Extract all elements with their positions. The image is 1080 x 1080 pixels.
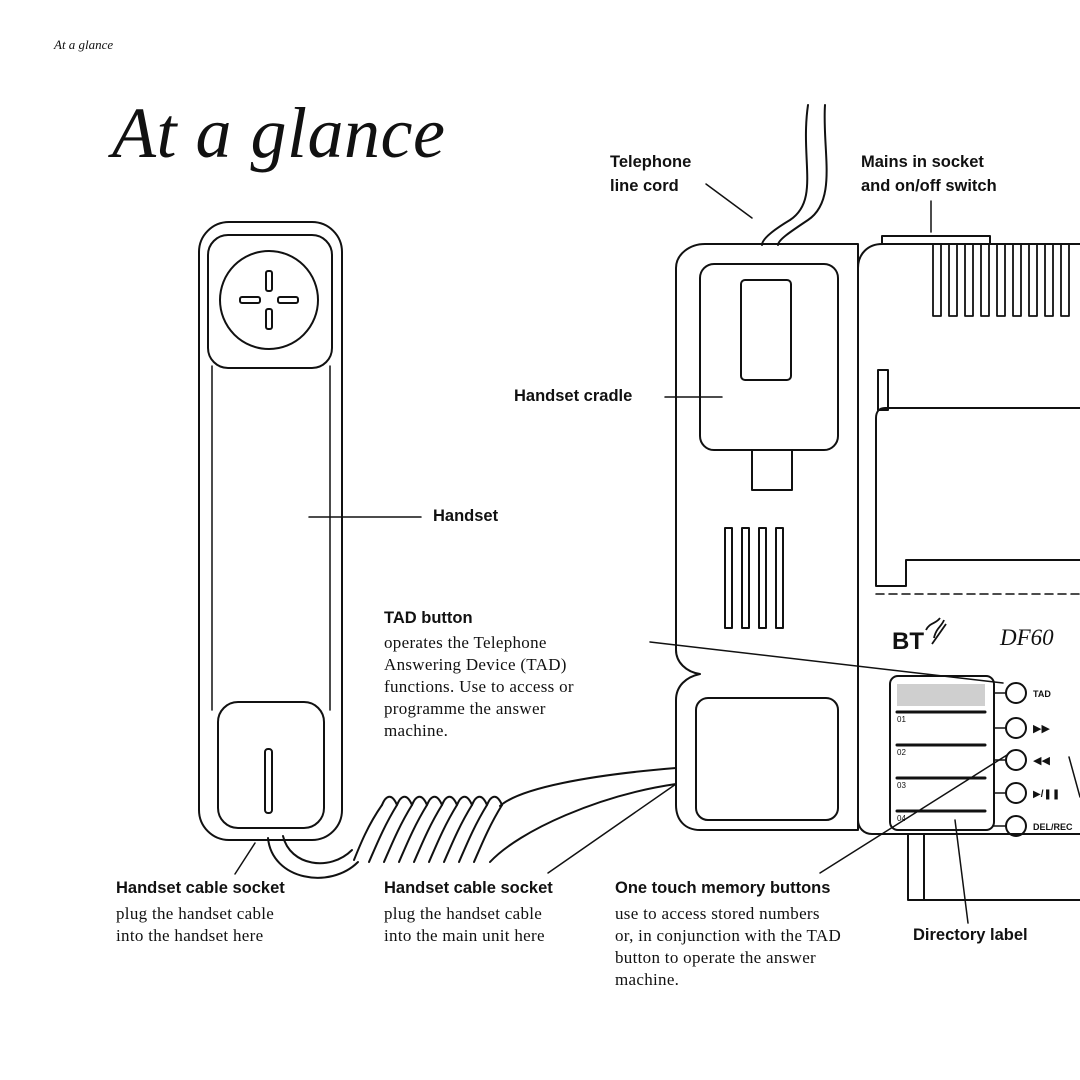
running-head: At a glance [54,37,114,52]
callout-handset-cradle: Handset cradle [514,387,633,405]
callout-line-cord-title: Telephone line cord [610,153,692,195]
delrec-key-label: DEL/REC [1033,822,1073,832]
bt-piper-logo-icon [925,617,947,645]
rew-key-label: ◀◀ [1033,755,1050,767]
main-unit-body [675,243,859,831]
callout-tad-title: TAD button [384,609,473,627]
main-unit-right-body [857,243,1080,835]
handset-illustration [198,221,343,841]
line-cord-a [761,104,809,246]
callout-unit-socket-title: Handset cable socket [384,879,553,897]
rew-key-circle [1005,749,1027,771]
curly-cord [267,767,677,879]
play-key-circle [1005,782,1027,804]
line-cord-b [777,104,828,246]
memory-slot-03: 03 [897,781,906,790]
memory-slot-02: 02 [897,748,906,757]
earpiece [207,234,333,369]
brand-logo: BT [892,628,924,655]
tad-key-label: TAD [1033,689,1051,699]
handset-outline [198,221,343,841]
play-pause-key-label: ▶/❚❚ [1033,789,1060,800]
ff-key-label: ▶▶ [1033,723,1050,735]
ff-key-circle [1005,717,1027,739]
callout-handset-socket-body: plug the handset cable into the handset … [116,904,275,945]
tad-key-circle [1005,682,1027,704]
page-title: At a glance [112,93,446,173]
model-name: DF60 [999,625,1054,650]
callout-memory-body: use to access stored numbers or, in conj… [615,904,842,989]
memory-slot-01: 01 [897,715,906,724]
vent-slots [932,243,1070,317]
callout-mains-title: Mains in socket and on/off switch [861,153,997,195]
handset-cradle [699,263,839,451]
mouthpiece [217,701,325,829]
paper-tray [875,407,1080,587]
leader-lines [234,183,1080,924]
callout-unit-socket-body: plug the handset cable into the main uni… [384,904,545,945]
callout-directory-label: Directory label [913,926,1028,944]
earpiece-grille [219,250,319,350]
callout-handset-socket-title: Handset cable socket [116,879,285,897]
callout-memory-title: One touch memory buttons [615,879,831,897]
callout-tad-body: operates the Telephone Answering Device … [384,633,574,740]
memory-slot-04: 04 [897,814,906,823]
callout-handset: Handset [433,507,499,525]
